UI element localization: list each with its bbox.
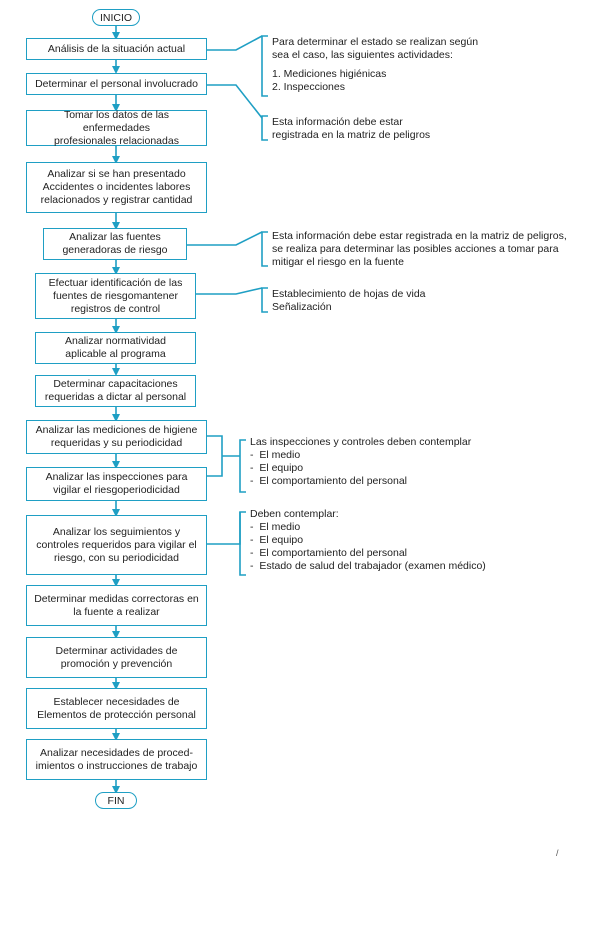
note-6: Deben contemplar: - El medio - El equipo…: [250, 508, 486, 573]
note-4-line: Señalización: [272, 301, 332, 313]
step-5-box: Analizar las fuentes generadoras de ries…: [43, 228, 187, 260]
step-3-label: Tomar los datos de las enfermedades prof…: [54, 108, 179, 147]
note-6-line: - Estado de salud del trabajador (examen…: [250, 560, 486, 572]
step-1-box: Análisis de la situación actual: [26, 38, 207, 60]
step-10-label: Analizar las inspecciones para vigilar e…: [45, 471, 188, 496]
note-1: Para determinar el estado se realizan se…: [272, 36, 478, 94]
note-2: Esta información debe estar registrada e…: [272, 116, 430, 142]
step-15-box: Analizar necesidades de proced- imientos…: [26, 739, 207, 780]
step-13-box: Determinar actividades de promoción y pr…: [26, 637, 207, 678]
note-5-line: Las inspecciones y controles deben conte…: [250, 436, 472, 448]
note-6-line: - El medio: [250, 521, 301, 533]
step-2-box: Determinar el personal involucrado: [26, 73, 207, 95]
note-3: Esta información debe estar registrada e…: [272, 230, 567, 269]
note-6-line: - El comportamiento del personal: [250, 547, 407, 559]
annotation-connectors: [187, 35, 268, 576]
note-5-line: - El equipo: [250, 462, 304, 474]
note-5-line: - El comportamiento del personal: [250, 475, 407, 487]
step-12-box: Determinar medidas correctoras en la fue…: [26, 585, 207, 626]
corner-mark: /: [556, 848, 559, 858]
note-3-line: Esta información debe estar registrada e…: [272, 230, 567, 242]
note-6-line: Deben contemplar:: [250, 508, 339, 520]
note-1-line: sea el caso, las siguientes actividades:: [272, 49, 453, 61]
step-12-label: Determinar medidas correctoras en la fue…: [34, 592, 199, 618]
step-5-label: Analizar las fuentes generadoras de ries…: [62, 231, 168, 256]
start-terminal: INICIO: [92, 9, 140, 26]
start-label: INICIO: [99, 11, 133, 24]
step-7-box: Analizar normatividad aplicable al progr…: [35, 332, 196, 364]
step-8-label: Determinar capacitaciones requeridas a d…: [44, 378, 187, 403]
step-6-box: Efectuar identificación de las fuentes d…: [35, 273, 196, 319]
step-15-label: Analizar necesidades de proced- imientos…: [35, 746, 198, 772]
step-11-box: Analizar los seguimientos y controles re…: [26, 515, 207, 575]
note-6-line: - El equipo: [250, 534, 304, 546]
note-5-line: - El medio: [250, 449, 301, 461]
step-7-label: Analizar normatividad aplicable al progr…: [65, 335, 166, 360]
step-14-label: Establecer necesidades de Elementos de p…: [37, 695, 196, 721]
end-terminal: FIN: [95, 792, 137, 809]
step-8-box: Determinar capacitaciones requeridas a d…: [35, 375, 196, 407]
step-4-label: Analizar si se han presentado Accidentes…: [40, 168, 193, 206]
step-14-box: Establecer necesidades de Elementos de p…: [26, 688, 207, 729]
step-3-box: Tomar los datos de las enfermedades prof…: [26, 108, 207, 147]
step-10-box: Analizar las inspecciones para vigilar e…: [26, 467, 207, 501]
note-1-line: 2. Inspecciones: [272, 81, 345, 93]
note-4: Establecimiento de hojas de vida Señaliz…: [272, 288, 426, 314]
step-11-label: Analizar los seguimientos y controles re…: [36, 525, 197, 564]
note-1-line: 1. Mediciones higiénicas: [272, 68, 387, 80]
note-4-line: Establecimiento de hojas de vida: [272, 288, 426, 300]
step-6-label: Efectuar identificación de las fuentes d…: [48, 276, 183, 315]
step-1-label: Análisis de la situación actual: [47, 42, 186, 55]
note-2-line: Esta información debe estar: [272, 116, 403, 128]
end-label: FIN: [107, 794, 125, 807]
note-1-line: Para determinar el estado se realizan se…: [272, 36, 479, 48]
step-9-label: Analizar las mediciones de higiene reque…: [35, 424, 198, 449]
step-9-box: Analizar las mediciones de higiene reque…: [26, 420, 207, 454]
step-4-box: Analizar si se han presentado Accidentes…: [26, 162, 207, 213]
step-2-label: Determinar el personal involucrado: [35, 77, 198, 90]
note-5: Las inspecciones y controles deben conte…: [250, 436, 471, 488]
note-3-line: se realiza para determinar las posibles …: [272, 243, 559, 255]
note-3-line: mitigar el riesgo en la fuente: [272, 256, 404, 268]
step-13-label: Determinar actividades de promoción y pr…: [55, 644, 178, 670]
note-2-line: registrada en la matriz de peligros: [272, 129, 431, 141]
